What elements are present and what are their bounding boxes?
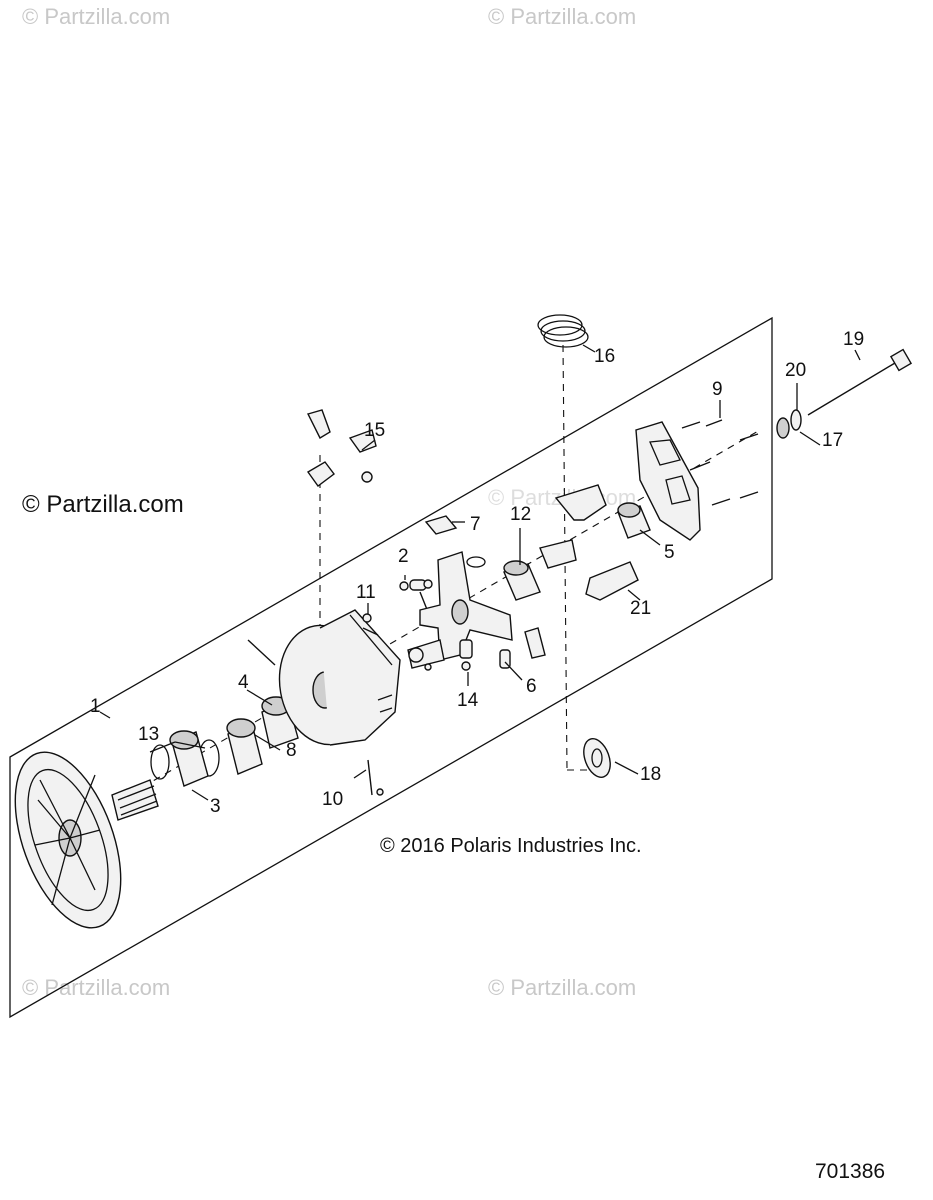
leader-15 [361,439,376,451]
part-clip-upper [554,484,607,521]
leader-13a [149,741,176,753]
callout-19: 19 [843,329,864,350]
watermark-bottom-left: © Partzilla.com [22,975,170,1000]
callout-13: 13 [138,724,159,745]
callout-3: 3 [210,796,221,817]
callout-21: 21 [630,598,651,619]
part-bolts-9 [681,419,759,506]
copyright-notice: © 2016 Polaris Industries Inc. [380,835,642,857]
callout-7: 7 [470,514,481,535]
part-14 [459,639,473,671]
leader-16 [582,344,596,353]
callout-6: 6 [526,676,537,697]
leader-6 [504,661,523,681]
part-spider [419,551,513,661]
diagram-reference-number: 701386 [815,1160,885,1183]
callout-12: 12 [510,504,531,525]
callout-8: 8 [286,740,297,761]
part-dot-10 [376,788,384,796]
callout-11: 11 [356,582,376,603]
callout-14: 14 [457,690,479,711]
callout-17: 17 [822,430,843,451]
leader-10 [353,769,367,779]
part-washer-hole [591,748,603,768]
leader-21 [627,589,641,601]
leader-8 [254,734,281,751]
part-pin [247,639,276,666]
callout-9: 9 [712,379,723,400]
watermark-mid-left: © Partzilla.com [22,491,184,518]
callout-2: 2 [398,546,409,567]
watermark-bottom-center: © Partzilla.com [488,975,636,1000]
assembly-boundary [9,316,773,1019]
part-nut-17 [776,417,790,439]
callout-15: 15 [364,420,385,441]
callout-16: 16 [594,346,615,367]
leader-4 [246,689,273,706]
callout-18: 18 [640,764,661,785]
part-rollers-2 [399,579,433,613]
callout-10: 10 [322,789,343,810]
part-snap-ring-a [150,744,170,780]
part-washer-20 [790,409,802,431]
leader-3 [191,789,209,801]
part-6 [499,627,546,669]
watermark-top-left: © Partzilla.com [22,4,170,29]
part-weights-15 [306,409,377,487]
callout-5: 5 [664,542,675,563]
callout-20: 20 [785,360,806,381]
part-bushing-5 [617,502,651,539]
part-spring-16 [537,314,589,348]
part-bushing-3 [169,730,209,787]
part-spider-plate [635,421,701,541]
part-bearing-8 [226,718,263,775]
leader-17 [799,431,821,446]
callout-1: 1 [90,696,101,717]
leader-5 [639,529,661,546]
leader-18 [614,761,639,775]
leader-13b [174,741,206,749]
part-clip-21 [585,561,639,601]
part-pin-10 [367,759,373,796]
part-washer-18 [583,738,611,778]
leader-19 [854,349,861,361]
part-sheave-shaft [14,751,159,929]
part-7 [424,515,458,535]
watermark-top-center: © Partzilla.com [488,4,636,29]
part-roller-12 [503,560,541,601]
part-bolt-19 [807,348,913,416]
part-screw-11 [362,613,379,636]
leader-1 [99,711,111,719]
part-clip-middle [539,539,577,569]
part-links [407,639,445,671]
callout-4: 4 [238,672,249,693]
part-cover-housing [278,609,401,746]
